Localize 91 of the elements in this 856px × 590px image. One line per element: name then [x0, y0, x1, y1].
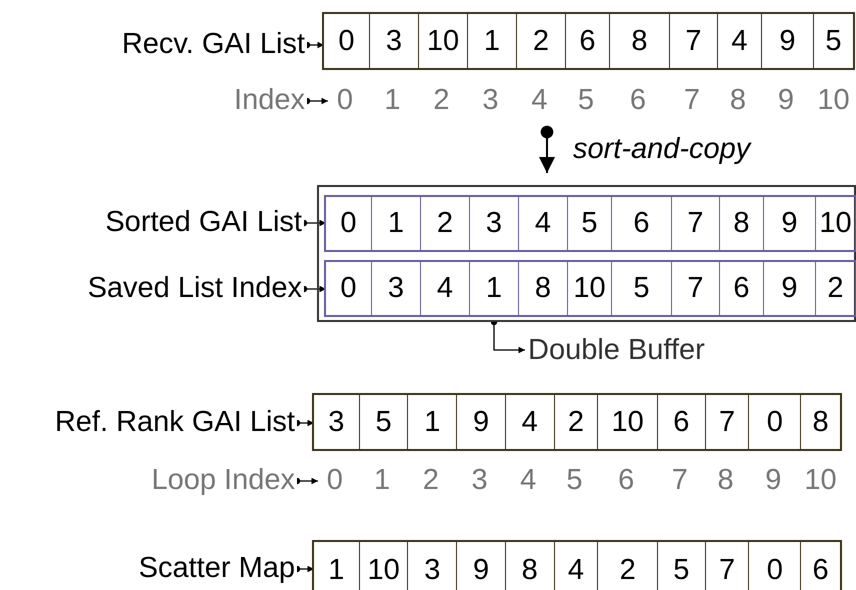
array-element: 3 — [470, 197, 519, 250]
array-element: 8 — [610, 14, 670, 68]
array-element: 4 — [421, 262, 470, 315]
array-element: 10 — [598, 395, 658, 449]
index-number: 2 — [432, 82, 451, 118]
array-element: 1 — [468, 14, 517, 68]
array — [322, 12, 855, 70]
array-element: 4 — [554, 542, 598, 590]
array — [324, 260, 856, 317]
array-element: 0 — [749, 542, 802, 590]
array-element: 9 — [457, 395, 506, 449]
array-element: 9 — [457, 542, 506, 590]
index-number: 5 — [576, 82, 596, 118]
index-number: 5 — [565, 462, 584, 498]
index-number: 3 — [470, 462, 489, 498]
array-element: 8 — [506, 542, 555, 590]
index-number: 8 — [716, 462, 735, 498]
array-element: 9 — [762, 14, 814, 68]
index-number: 9 — [776, 82, 796, 118]
array-element: 7 — [672, 262, 720, 315]
array-element: 0 — [324, 14, 370, 68]
array-element: 2 — [517, 14, 566, 68]
array-element: 5 — [360, 395, 408, 449]
array-element: 1 — [408, 395, 458, 449]
array-element: 0 — [326, 197, 372, 250]
index-number: 6 — [628, 82, 648, 118]
array-element: 5 — [568, 197, 612, 250]
array-element: 5 — [658, 542, 706, 590]
array-label: Recv. GAI List — [40, 22, 305, 66]
array-element: 3 — [408, 542, 458, 590]
index-number: 4 — [530, 82, 549, 118]
array-element: 6 — [658, 395, 706, 449]
array-element: 2 — [826, 271, 845, 306]
buffer-box — [317, 185, 856, 322]
array-label: Sorted GAI List — [20, 200, 302, 244]
index-number: 7 — [670, 462, 689, 498]
array-element: 3 — [372, 262, 421, 315]
index-number: 6 — [617, 462, 636, 498]
array-element: 4 — [519, 197, 568, 250]
array-label: Loop Index — [100, 458, 295, 502]
array-element: 2 — [598, 542, 658, 590]
array-element: 2 — [554, 395, 598, 449]
array-element: 6 — [812, 552, 830, 588]
array — [324, 195, 856, 252]
index-number: 4 — [519, 462, 538, 498]
array-element: 3 — [314, 395, 360, 449]
array-label: Scatter Map — [60, 546, 295, 590]
array-label: Saved List Index — [10, 266, 302, 310]
array — [312, 540, 842, 590]
array-element: 5 — [612, 262, 672, 315]
array-element: 8 — [812, 404, 830, 440]
index-number: 3 — [481, 82, 500, 118]
array-element: 7 — [672, 197, 720, 250]
array-element: 1 — [372, 197, 421, 250]
index-number: 0 — [326, 462, 344, 498]
index-number: 1 — [373, 462, 392, 498]
array-element: 8 — [519, 262, 568, 315]
array-element: 3 — [370, 14, 419, 68]
array-element: 10 — [360, 542, 408, 590]
array-element: 1 — [470, 262, 519, 315]
array-element: 9 — [764, 262, 816, 315]
index-number: 1 — [383, 82, 402, 118]
array-element: 6 — [612, 197, 672, 250]
array-element: 1 — [314, 542, 360, 590]
array-element: 5 — [824, 24, 843, 58]
array-element: 8 — [720, 197, 764, 250]
array-element: 6 — [566, 14, 610, 68]
index-number: 10 — [803, 462, 838, 498]
index-number: 7 — [682, 82, 702, 118]
index-number: 9 — [764, 462, 782, 498]
array-element: 9 — [764, 197, 816, 250]
array-element: 4 — [718, 14, 762, 68]
index-number: 2 — [422, 462, 440, 498]
index-number: 0 — [336, 82, 354, 118]
array-element: 0 — [749, 395, 802, 449]
array-element: 10 — [419, 14, 468, 68]
array-label: Index — [160, 78, 305, 122]
index-number: 8 — [728, 82, 748, 118]
array-element: 7 — [670, 14, 718, 68]
array-element: 10 — [818, 206, 853, 241]
array — [312, 393, 842, 451]
array-element: 6 — [720, 262, 764, 315]
array-label: Double Buffer — [528, 328, 743, 372]
index-number: 10 — [816, 82, 851, 118]
array-element: 0 — [326, 262, 372, 315]
array-element: 7 — [706, 395, 750, 449]
array-element: 4 — [506, 395, 555, 449]
array-label: Ref. Rank GAI List — [0, 400, 295, 444]
array-element: 10 — [568, 262, 612, 315]
array-element: 2 — [421, 197, 470, 250]
array-element: 7 — [706, 542, 750, 590]
